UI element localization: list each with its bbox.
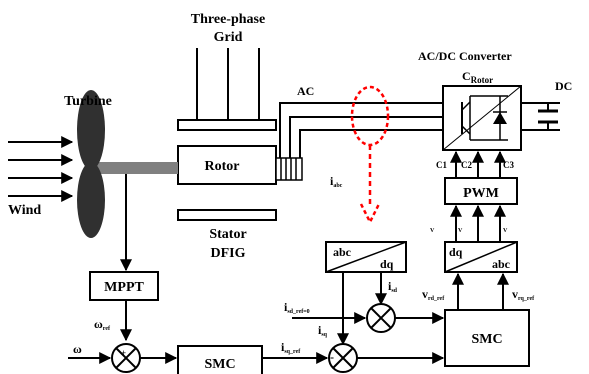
abc-to-dq-diagonal bbox=[325, 241, 407, 273]
converter-label: AC/DC Converter bbox=[418, 49, 512, 63]
abc1-label: abc bbox=[333, 245, 352, 259]
vrd-ref-label: vrd_ref bbox=[422, 287, 445, 302]
smc2-label: SMC bbox=[471, 332, 502, 347]
vrc-label: V bbox=[503, 228, 508, 234]
stator-lower-bar bbox=[177, 209, 277, 221]
dc-label: DC bbox=[555, 79, 572, 93]
smc-current-block bbox=[444, 309, 530, 367]
smc-speed-block bbox=[177, 345, 263, 374]
c2-label: C2 bbox=[461, 160, 472, 170]
iabc-label: iabc bbox=[330, 174, 343, 189]
omega-ref-label: ωref bbox=[94, 317, 111, 332]
converter-diagonal bbox=[442, 85, 522, 151]
sensor-dashed-arrowhead bbox=[359, 203, 381, 225]
turbine-label: Turbine bbox=[64, 94, 112, 109]
speed-plus-sign: + bbox=[121, 348, 126, 358]
dq1-label: dq bbox=[380, 257, 394, 271]
dfig-label: DFIG bbox=[211, 246, 246, 261]
igbt-symbol bbox=[461, 95, 508, 141]
vra-label: V bbox=[430, 228, 435, 234]
three-phase-grid bbox=[196, 48, 260, 120]
crotor-label: CRotor bbox=[462, 69, 493, 85]
stator-upper-bar bbox=[177, 119, 277, 131]
vrb-label: V bbox=[458, 228, 463, 234]
isq-label: isq bbox=[318, 323, 328, 338]
pwm-label: PWM bbox=[463, 186, 499, 201]
wind-arrows bbox=[8, 136, 74, 202]
isd-label: isd bbox=[388, 279, 398, 294]
dq-to-abc-diagonal bbox=[444, 241, 518, 273]
smc1-label: SMC bbox=[204, 357, 235, 372]
grid-label-line1: Three-phase bbox=[191, 12, 265, 27]
isq-minus-sign: - bbox=[330, 350, 334, 364]
rotor-box bbox=[177, 145, 277, 185]
omega-label: ω bbox=[73, 342, 82, 356]
turbine-blade-lower bbox=[77, 162, 105, 238]
turbine-shaft bbox=[95, 162, 178, 174]
rotor-label: Rotor bbox=[205, 159, 240, 174]
pwm-block bbox=[444, 177, 518, 205]
isq-ref-label: isq_ref bbox=[281, 340, 301, 355]
vrq-ref-label: vrq_ref bbox=[512, 287, 535, 302]
turbine-blade-upper bbox=[77, 90, 105, 170]
slip-rings bbox=[275, 157, 303, 181]
mppt-block bbox=[89, 271, 159, 301]
ac-label: AC bbox=[297, 84, 314, 98]
dq2-label: dq bbox=[449, 245, 463, 259]
ac-lines bbox=[279, 102, 443, 158]
grid-label-line2: Grid bbox=[214, 30, 243, 45]
c1-label: C1 bbox=[436, 160, 447, 170]
isd-ref-label: isd_ref=0 bbox=[284, 300, 310, 315]
wind-label: Wind bbox=[8, 203, 41, 218]
mppt-label: MPPT bbox=[104, 280, 144, 295]
abc2-label: abc bbox=[492, 257, 511, 271]
stator-label: Stator bbox=[209, 227, 246, 242]
c3-label: C3 bbox=[503, 160, 514, 170]
